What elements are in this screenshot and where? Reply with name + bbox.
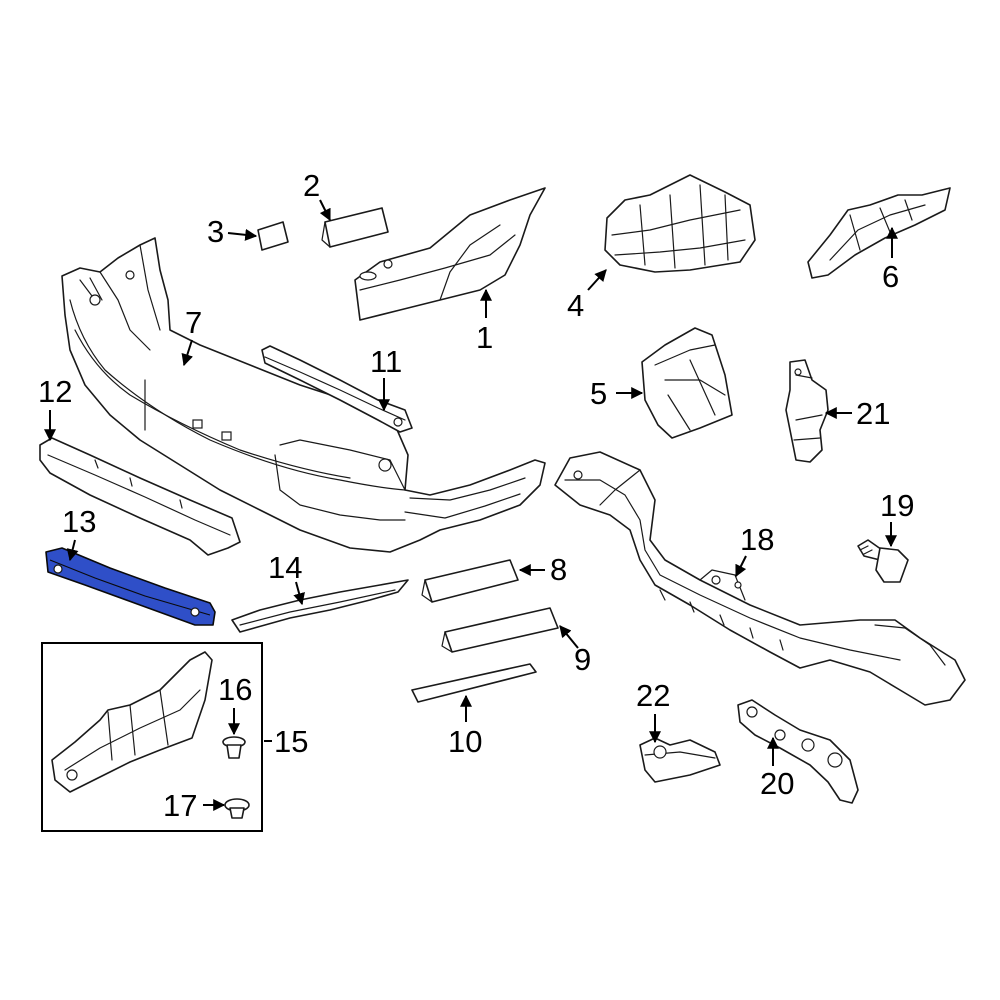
callout-20: 20 <box>760 766 794 801</box>
callout-2: 2 <box>303 168 320 203</box>
part-10-strip[interactable] <box>411 663 537 703</box>
part-21-bracket[interactable] <box>785 359 829 463</box>
callout-18: 18 <box>740 522 774 557</box>
callout-5: 5 <box>590 376 607 411</box>
callout-14: 14 <box>268 550 302 585</box>
part-17-clip[interactable] <box>224 798 250 819</box>
part-9-pad[interactable] <box>441 607 559 653</box>
part-7-bumper-cover[interactable] <box>61 237 546 553</box>
callout-22: 22 <box>636 678 670 713</box>
callout-12: 12 <box>38 374 72 409</box>
callout-11: 11 <box>370 344 402 379</box>
callout-8: 8 <box>550 552 567 587</box>
callout-labels: 1 2 3 4 5 6 7 8 9 10 11 12 13 14 15 16 1… <box>38 168 914 823</box>
callout-9: 9 <box>574 642 591 677</box>
inset-box-15 <box>41 642 263 832</box>
part-3-pad[interactable] <box>257 221 289 251</box>
part-1-bracket[interactable] <box>354 187 546 321</box>
part-2-pad[interactable] <box>321 207 389 248</box>
part-16-clip[interactable] <box>222 736 246 759</box>
part-4-bracket[interactable] <box>604 174 756 273</box>
part-11-guide[interactable] <box>261 345 413 433</box>
callout-16: 16 <box>218 672 252 707</box>
part-5-bracket[interactable] <box>641 327 733 439</box>
callout-13: 13 <box>62 504 96 539</box>
callout-19: 19 <box>880 488 914 523</box>
part-19-bolt[interactable] <box>857 539 909 583</box>
callout-21: 21 <box>856 396 890 431</box>
leader-lines <box>44 199 898 811</box>
part-18-impact-bar[interactable] <box>554 451 966 706</box>
callout-17: 17 <box>163 788 197 823</box>
callout-15: 15 <box>274 724 308 759</box>
callout-6: 6 <box>882 259 899 294</box>
part-6-bracket[interactable] <box>807 187 951 279</box>
callout-10: 10 <box>448 724 482 759</box>
part-8-pad[interactable] <box>421 559 519 603</box>
callout-1: 1 <box>476 320 493 355</box>
part-14-molding[interactable] <box>231 579 409 633</box>
part-13-reinforcement-highlighted[interactable] <box>45 547 216 626</box>
part-22-bracket[interactable] <box>639 737 721 783</box>
part-15-inset-bracket[interactable] <box>51 651 213 793</box>
callout-7: 7 <box>185 305 202 340</box>
part-12-guide[interactable] <box>39 437 241 556</box>
part-20-bracket[interactable] <box>737 699 859 804</box>
callout-3: 3 <box>207 214 224 249</box>
callout-4: 4 <box>567 288 584 323</box>
